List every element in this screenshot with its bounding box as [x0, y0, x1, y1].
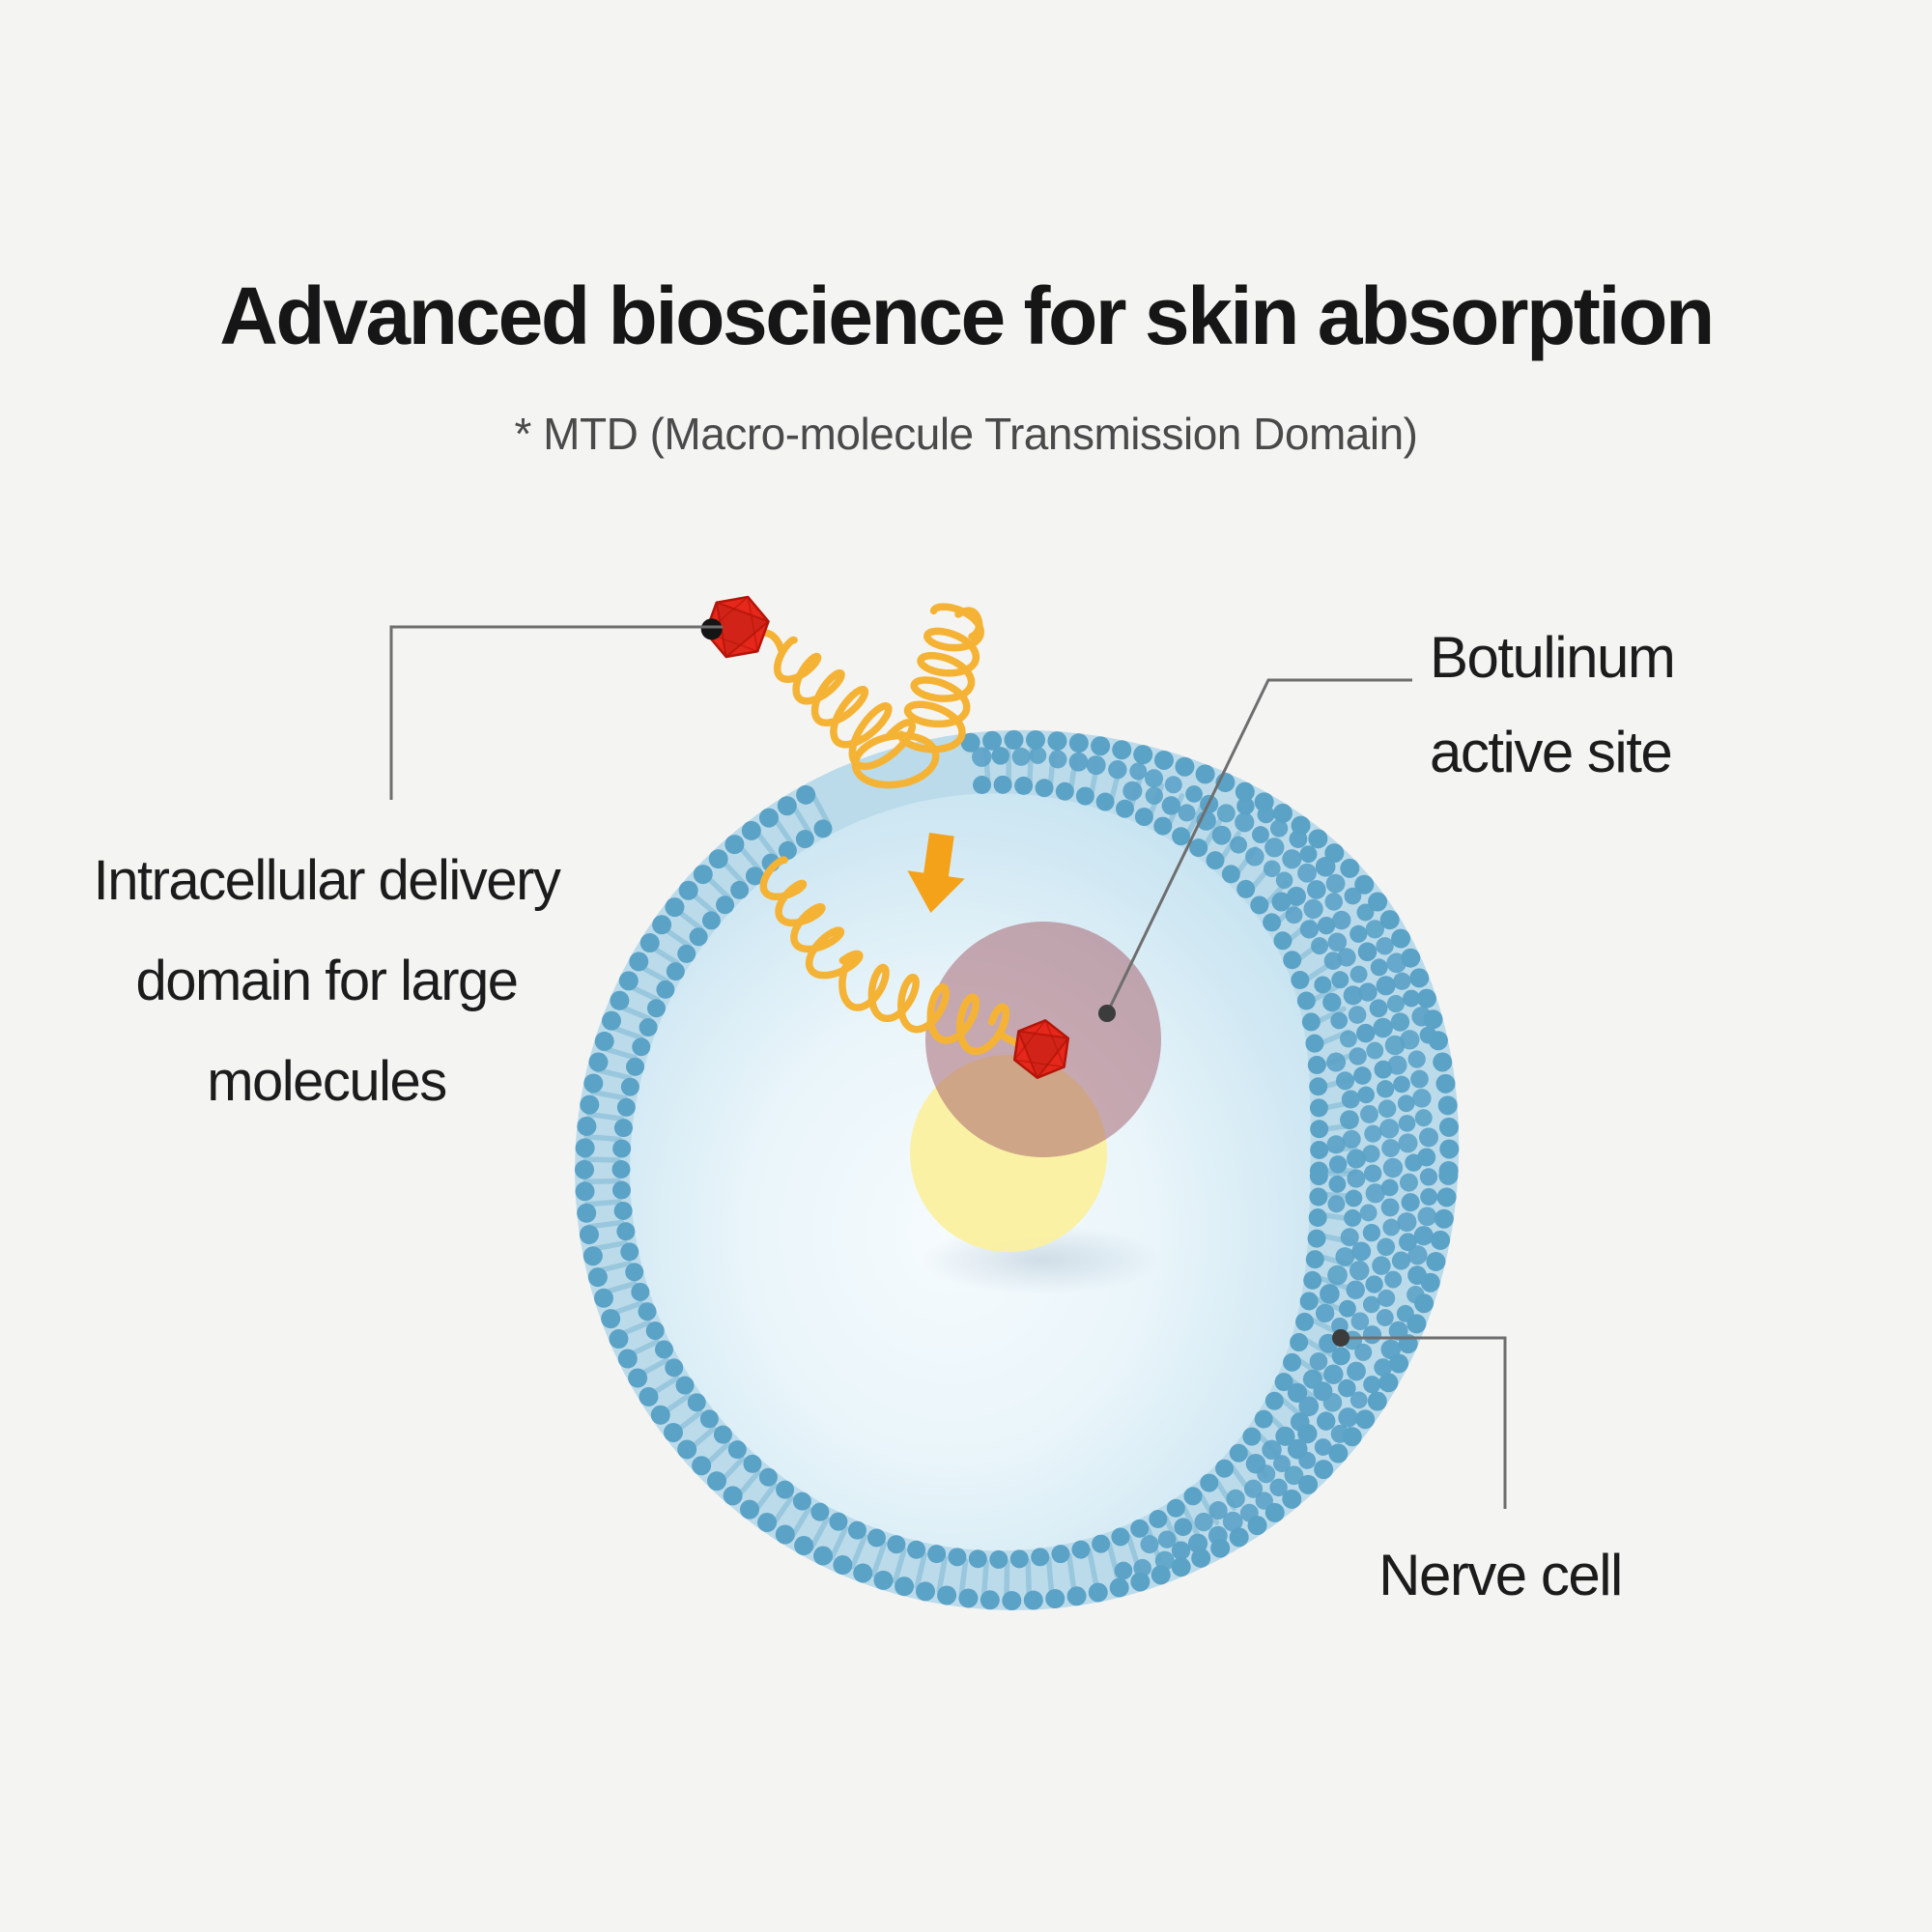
- label-line: Botulinum: [1430, 625, 1676, 690]
- label-intracellular-delivery: Intracellular delivery domain for large …: [37, 831, 616, 1132]
- label-line: Intracellular delivery: [93, 849, 561, 912]
- membrane-crescent-dots: [972, 747, 1439, 1580]
- red-icosahedron-toxin-icon: [700, 595, 770, 659]
- label-line: domain for large: [135, 950, 519, 1012]
- label-nerve-cell: Nerve cell: [1378, 1543, 1623, 1607]
- leader-lines: [389, 625, 1507, 1509]
- page-title: Advanced bioscience for skin absorption: [219, 270, 1715, 361]
- label-line: molecules: [207, 1050, 447, 1113]
- down-arrow-icon: [907, 833, 965, 914]
- membrane-outer-dot-ring: [575, 729, 1460, 1610]
- page-subtitle: * MTD (Macro-molecule Transmission Domai…: [514, 409, 1418, 459]
- mtd-spring-coil-icon: [751, 603, 984, 789]
- label-line: active site: [1430, 720, 1673, 784]
- membrane-inner-dot-ring: [611, 775, 1329, 1569]
- label-botulinum-active-site: Botulinum active site: [1430, 611, 1835, 800]
- red-icosahedron-toxin-icon: [1012, 1019, 1070, 1079]
